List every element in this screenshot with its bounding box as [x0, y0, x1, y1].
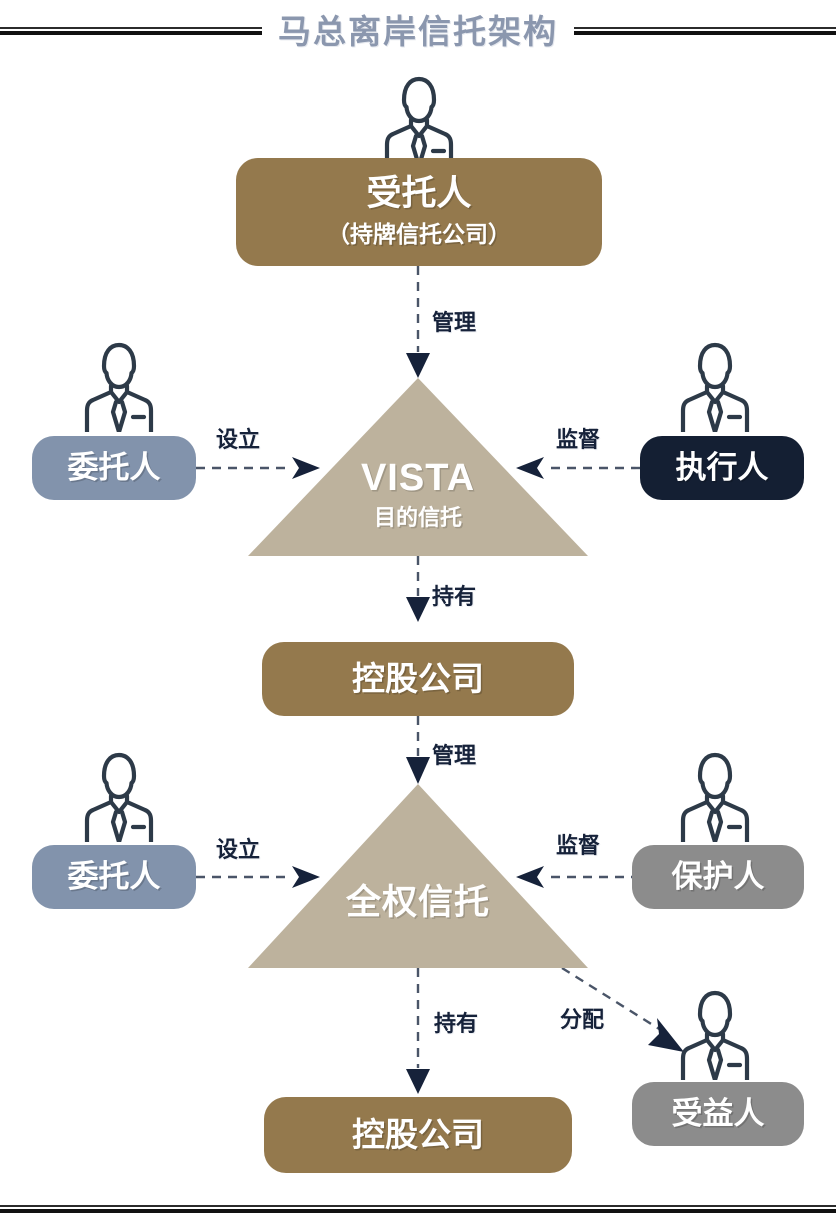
settlor-upper-box[interactable]: 委托人	[32, 436, 196, 500]
holding-upper-box[interactable]: 控股公司	[262, 642, 574, 716]
trustee-label: 受托人	[366, 174, 472, 214]
protector-box[interactable]: 保护人	[632, 845, 804, 909]
businessman-icon	[384, 76, 454, 166]
trustee-sublabel: （持牌信托公司）	[327, 220, 511, 247]
businessman-icon	[84, 342, 154, 432]
beneficiary-label: 受益人	[671, 1096, 765, 1132]
businessman-icon	[84, 752, 154, 842]
discretionary-triangle-shape[interactable]	[248, 784, 588, 968]
settlor-lower-label: 委托人	[67, 859, 161, 895]
businessman-icon	[680, 342, 750, 432]
businessman-icon	[680, 752, 750, 842]
edge-label-hold-lower: 持有	[434, 1011, 479, 1036]
page-title: 马总离岸信托架构	[278, 12, 558, 50]
header-rule-left	[0, 26, 262, 36]
diagram-footer-rule	[0, 1205, 836, 1214]
holding-upper-label: 控股公司	[352, 660, 484, 698]
settlor-upper-label: 委托人	[67, 450, 161, 486]
businessman-icon	[680, 990, 750, 1080]
vista-triangle-shape[interactable]	[248, 378, 588, 556]
protector-label: 保护人	[671, 859, 765, 895]
trustee-box[interactable]: 受托人 （持牌信托公司）	[236, 158, 602, 266]
edge-trustee-to-vista	[406, 266, 430, 378]
settlor-lower-box[interactable]: 委托人	[32, 845, 196, 909]
holding-lower-label: 控股公司	[352, 1116, 484, 1154]
edge-discretionary-to-holding	[406, 968, 430, 1094]
beneficiary-box[interactable]: 受益人	[632, 1082, 804, 1146]
edge-label-supervise-lower: 监督	[556, 833, 601, 858]
edge-label-hold-upper: 持有	[432, 584, 477, 609]
edge-holding-to-discretionary	[406, 716, 430, 784]
enforcer-box[interactable]: 执行人	[640, 436, 804, 500]
edge-label-establish-upper: 设立	[216, 427, 261, 452]
edge-label-establish-lower: 设立	[216, 837, 261, 862]
edge-label-manage-holding: 管理	[432, 743, 477, 768]
edge-label-distribute: 分配	[560, 1007, 605, 1032]
edge-label-manage-trustee: 管理	[432, 310, 477, 335]
edge-vista-to-holding	[406, 556, 430, 622]
diagram-header: 马总离岸信托架构	[0, 0, 836, 62]
enforcer-label: 执行人	[675, 450, 769, 486]
header-rule-right	[574, 26, 836, 36]
edge-label-supervise-upper: 监督	[556, 427, 601, 452]
holding-lower-box[interactable]: 控股公司	[264, 1097, 572, 1173]
